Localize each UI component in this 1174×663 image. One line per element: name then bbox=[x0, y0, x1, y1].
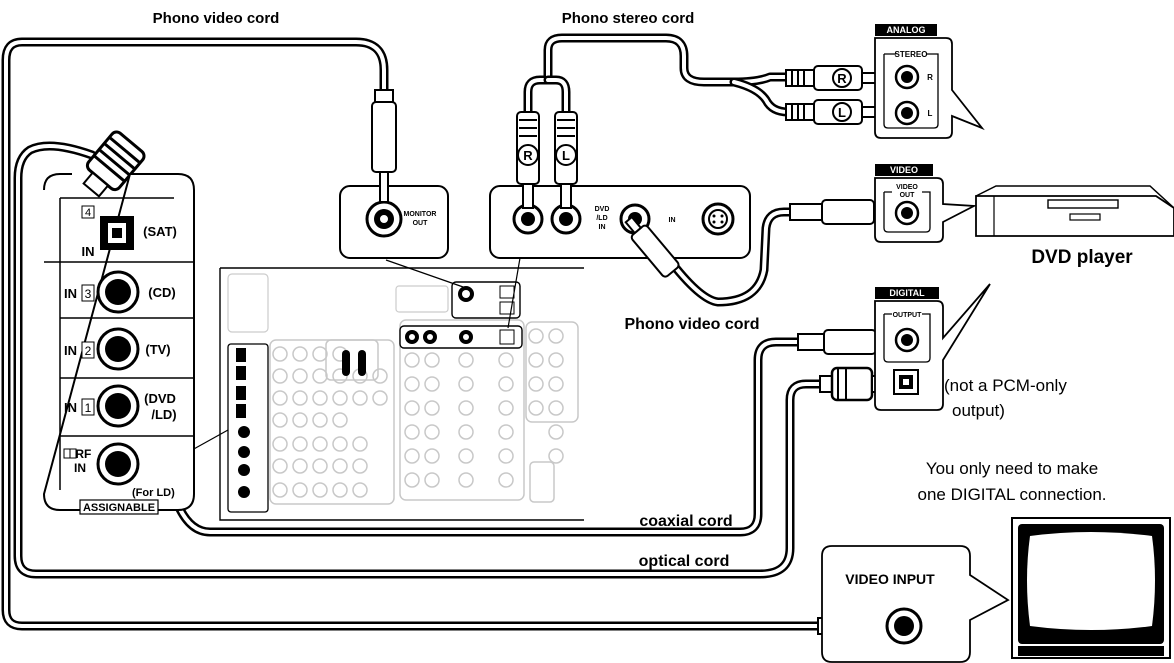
ld-label: /LD bbox=[596, 215, 607, 222]
in-label: IN bbox=[599, 224, 606, 231]
dvd-digital-panel: DIGITAL OUTPUT bbox=[874, 283, 991, 411]
analog-plug-r: R bbox=[785, 65, 885, 91]
assignable-zoom: 4 IN (SAT) IN 3 (CD) IN 2 (TV) IN 1 (DVD… bbox=[42, 173, 195, 515]
analog-l-label: L bbox=[928, 109, 933, 118]
coaxial-cord-label: coaxial cord bbox=[639, 513, 732, 530]
monitor-out-highlight bbox=[451, 281, 521, 319]
phono-video-cord-mid-label: Phono video cord bbox=[624, 316, 759, 333]
assign-num-4: 4 bbox=[85, 207, 91, 219]
monitor-out-zoom: MONITOR OUT bbox=[339, 185, 449, 259]
assign-dvd-ld: (DVD bbox=[144, 391, 176, 406]
receiver-rear-panel bbox=[191, 257, 584, 521]
optical-cord bbox=[13, 141, 827, 579]
assign-in-label: IN bbox=[82, 244, 95, 259]
tv-video-input-panel: VIDEO INPUT bbox=[821, 545, 1010, 663]
dvd-video-panel: VIDEO VIDEO OUT bbox=[874, 164, 978, 243]
digital-header: DIGITAL bbox=[889, 288, 925, 298]
monitor-out-label-2: OUT bbox=[413, 220, 429, 227]
assign-sat: (SAT) bbox=[143, 224, 177, 239]
assign-in1: IN bbox=[64, 400, 77, 415]
analog-plug-r-letter: R bbox=[837, 71, 847, 86]
stereo-label: STEREO bbox=[895, 50, 928, 59]
faint-jack-grid bbox=[269, 319, 579, 505]
not-pcm-line1: (not a PCM-only bbox=[944, 376, 1067, 395]
analog-plug-l-letter: L bbox=[838, 105, 846, 120]
assign-rf: RF bbox=[72, 447, 91, 461]
coaxial-cord bbox=[173, 337, 805, 537]
assign-in2: IN bbox=[64, 343, 77, 358]
tv-set bbox=[1011, 517, 1171, 659]
dvd-player: DVD player bbox=[975, 185, 1174, 268]
note-line2: one DIGITAL connection. bbox=[918, 485, 1107, 504]
not-pcm-line2: output) bbox=[952, 401, 1005, 420]
phono-video-cord-mid bbox=[663, 207, 797, 307]
dvd-in-video-plug bbox=[624, 215, 680, 278]
video-header: VIDEO bbox=[890, 165, 918, 175]
phono-video-cord-top-label: Phono video cord bbox=[153, 10, 280, 27]
plugs: R L R L bbox=[82, 65, 895, 639]
dvd-label: DVD bbox=[595, 206, 610, 213]
dvd-ld-in-highlight bbox=[399, 325, 523, 349]
assign-rf-in: IN bbox=[74, 461, 86, 475]
note-line1: You only need to make bbox=[926, 459, 1098, 478]
assignable-mini bbox=[227, 343, 269, 513]
monitor-out-label: MONITOR bbox=[404, 211, 437, 218]
video-out-label: VIDEO bbox=[896, 184, 918, 191]
dvd-player-label: DVD player bbox=[1031, 247, 1133, 268]
output-label: OUTPUT bbox=[893, 312, 923, 319]
receiver-bold-jacks bbox=[227, 281, 523, 513]
cables bbox=[1, 33, 883, 631]
optical-cord-label: optical cord bbox=[639, 553, 730, 570]
dvd-ld-in-zoom: DVD /LD IN IN bbox=[489, 185, 751, 259]
assign-cd: (CD) bbox=[148, 285, 175, 300]
stereo-plug-r: R bbox=[516, 111, 540, 209]
analog-header: ANALOG bbox=[887, 25, 926, 35]
dvd-analog-panel: ANALOG STEREO R L bbox=[874, 24, 985, 139]
analog-r-label: R bbox=[927, 73, 933, 82]
assignable-optical-plug bbox=[82, 130, 146, 198]
video-out-label-2: OUT bbox=[900, 192, 916, 199]
assign-dvd-ld-2: /LD) bbox=[151, 407, 176, 422]
phono-stereo-cord bbox=[523, 33, 793, 117]
assignable-title: ASSIGNABLE bbox=[83, 502, 155, 514]
s-video-in-label: IN bbox=[669, 217, 676, 224]
assign-num-1: 1 bbox=[85, 401, 92, 415]
stereo-plug-l: L bbox=[554, 111, 578, 209]
assign-tv: (TV) bbox=[145, 342, 170, 357]
assign-in3: IN bbox=[64, 286, 77, 301]
phono-stereo-cord-label: Phono stereo cord bbox=[562, 10, 695, 27]
phono-video-cord-top bbox=[1, 37, 883, 631]
assign-num-3: 3 bbox=[85, 287, 92, 301]
labels: Phono video cord Phono stereo cord Phono… bbox=[153, 10, 1107, 570]
assign-num-2: 2 bbox=[85, 344, 92, 358]
monitor-out-plug bbox=[371, 89, 397, 203]
video-input-label: VIDEO INPUT bbox=[845, 571, 935, 587]
stereo-plug-r-letter: R bbox=[523, 148, 533, 163]
assign-for-ld: (For LD) bbox=[132, 487, 175, 499]
stereo-plug-l-letter: L bbox=[562, 148, 570, 163]
analog-plug-l: L bbox=[785, 99, 885, 125]
